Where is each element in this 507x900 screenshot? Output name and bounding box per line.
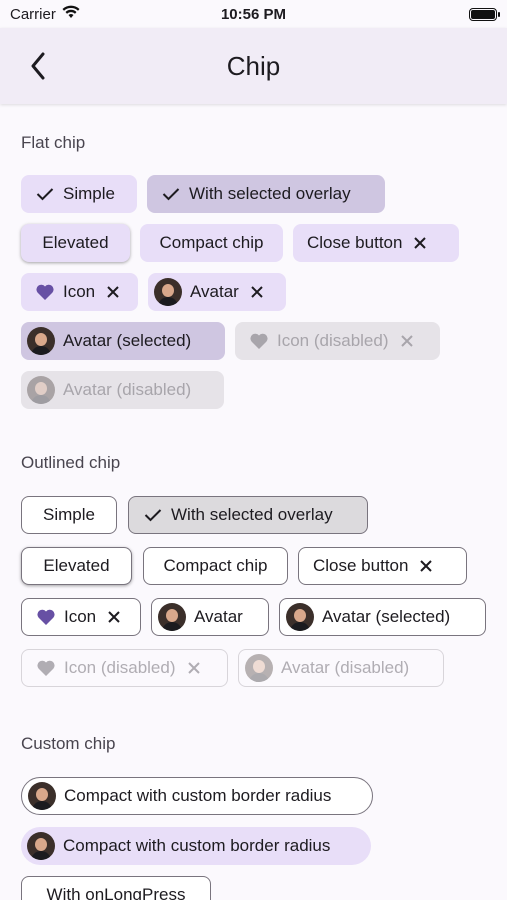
chip-label: Close button: [313, 556, 409, 575]
avatar: [27, 832, 55, 860]
avatar: [286, 603, 314, 631]
outlined-chip-simple[interactable]: Simple: [21, 496, 117, 534]
wifi-icon: [62, 5, 80, 23]
chip-label: Close button: [307, 233, 403, 252]
page-title: Chip: [226, 50, 281, 81]
app-bar: Chip: [0, 28, 507, 104]
custom-chip-flat-radius[interactable]: Compact with custom border radius: [21, 827, 371, 865]
chip-label: Avatar (disabled): [281, 658, 410, 677]
custom-chip-heading: Custom chip: [21, 734, 116, 753]
avatar: [27, 327, 55, 355]
flat-chip-elevated[interactable]: Elevated: [21, 224, 130, 262]
flat-chip-icon-disabled: Icon (disabled): [235, 322, 440, 360]
check-icon: [35, 184, 55, 204]
close-icon[interactable]: [103, 282, 123, 302]
back-button[interactable]: [22, 50, 54, 82]
avatar: [154, 278, 182, 306]
status-bar: Carrier 10:56 PM: [0, 0, 507, 28]
avatar: [27, 376, 55, 404]
flat-chip-compact[interactable]: Compact chip: [140, 224, 283, 262]
heart-icon: [36, 607, 56, 627]
close-icon[interactable]: [247, 282, 267, 302]
flat-chip-close-button[interactable]: Close button: [293, 224, 459, 262]
chip-label: Elevated: [42, 233, 109, 252]
chip-label: Avatar: [190, 282, 239, 301]
chip-label: Icon: [64, 607, 97, 626]
heart-icon: [249, 331, 269, 351]
chip-label: Icon (disabled): [277, 331, 389, 350]
heart-icon: [36, 658, 56, 678]
chip-label: Icon: [63, 282, 96, 301]
carrier-label: Carrier: [10, 5, 56, 23]
custom-chip-long-press[interactable]: With onLongPress: [21, 876, 211, 900]
chip-label: Compact with custom border radius: [63, 836, 331, 855]
outlined-chip-avatar-disabled: Avatar (disabled): [238, 649, 444, 687]
outlined-chip-close-button[interactable]: Close button: [298, 547, 467, 585]
flat-chip-selected-overlay[interactable]: With selected overlay: [147, 175, 385, 213]
chip-label: Compact with custom border radius: [64, 786, 332, 805]
chevron-left-icon: [31, 52, 45, 80]
outlined-chip-avatar-selected[interactable]: Avatar (selected): [279, 598, 486, 636]
chip-label: With onLongPress: [46, 885, 186, 900]
chip-label: Avatar (selected): [63, 331, 192, 350]
outlined-chip-avatar[interactable]: Avatar: [151, 598, 269, 636]
battery-icon: [469, 7, 500, 21]
heart-icon: [35, 282, 55, 302]
custom-chip-outlined-radius[interactable]: Compact with custom border radius: [21, 777, 373, 815]
check-icon: [143, 505, 163, 525]
outlined-chip-selected-overlay[interactable]: With selected overlay: [128, 496, 368, 534]
outlined-chip-icon[interactable]: Icon: [21, 598, 141, 636]
chip-label: Avatar (selected): [322, 607, 451, 626]
outlined-chip-icon-disabled: Icon (disabled): [21, 649, 228, 687]
flat-chip-heading: Flat chip: [21, 133, 86, 152]
outlined-chip-elevated[interactable]: Elevated: [21, 547, 132, 585]
chip-label: Avatar: [194, 607, 243, 626]
chip-label: With selected overlay: [171, 505, 333, 524]
check-icon: [161, 184, 181, 204]
chip-label: With selected overlay: [189, 184, 351, 203]
close-icon[interactable]: [104, 607, 124, 627]
chip-label: Icon (disabled): [64, 658, 176, 677]
chip-label: Elevated: [43, 556, 110, 575]
chip-label: Avatar (disabled): [63, 380, 192, 399]
flat-chip-avatar-selected[interactable]: Avatar (selected): [21, 322, 225, 360]
flat-chip-simple[interactable]: Simple: [21, 175, 137, 213]
flat-chip-avatar-disabled: Avatar (disabled): [21, 371, 224, 409]
outlined-chip-heading: Outlined chip: [21, 453, 121, 472]
chip-label: Simple: [43, 505, 95, 524]
close-icon[interactable]: [410, 233, 430, 253]
chip-label: Compact chip: [159, 233, 264, 252]
outlined-chip-compact[interactable]: Compact chip: [143, 547, 288, 585]
flat-chip-avatar[interactable]: Avatar: [148, 273, 286, 311]
avatar: [158, 603, 186, 631]
close-icon[interactable]: [416, 556, 436, 576]
chip-label: Compact chip: [163, 556, 268, 575]
avatar: [245, 654, 273, 682]
close-icon: [184, 658, 204, 678]
flat-chip-icon[interactable]: Icon: [21, 273, 138, 311]
avatar: [28, 782, 56, 810]
close-icon: [397, 331, 417, 351]
chip-label: Simple: [63, 184, 115, 203]
